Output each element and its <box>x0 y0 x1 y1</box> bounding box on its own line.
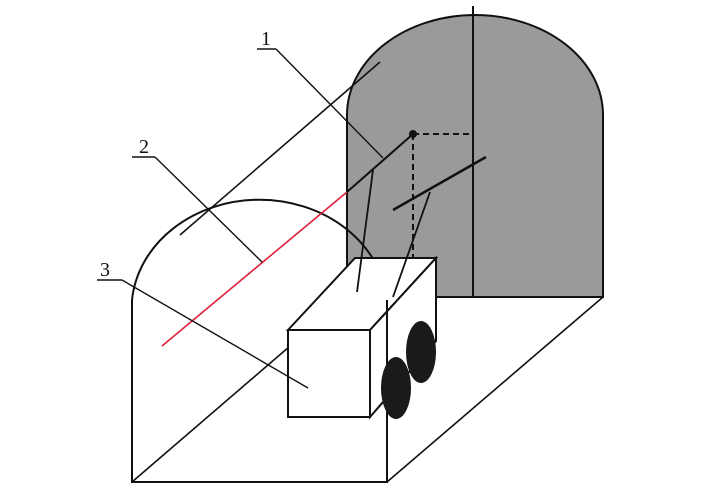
boom-left <box>356 169 374 293</box>
wheel-rear <box>406 321 436 383</box>
label-3-text: 3 <box>100 259 110 281</box>
tunnel-face <box>346 14 604 298</box>
label-3: 3 <box>97 259 309 389</box>
label-1: 1 <box>257 28 384 159</box>
laser-beam-segment <box>346 133 414 193</box>
machine-front <box>287 329 371 418</box>
wheel-front <box>381 357 411 419</box>
boom-right <box>392 191 431 298</box>
label-2: 2 <box>132 136 263 263</box>
tunnel-floor-right-edge <box>386 296 604 483</box>
label-2-text: 2 <box>139 136 149 158</box>
label-1-text: 1 <box>261 28 271 50</box>
receiver-bar <box>392 155 487 212</box>
